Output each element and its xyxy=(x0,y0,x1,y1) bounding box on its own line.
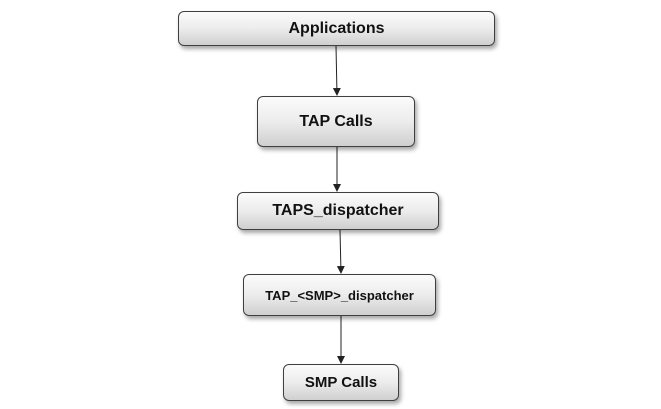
node-smp-calls: SMP Calls xyxy=(283,364,399,401)
node-tap-calls: TAP Calls xyxy=(257,96,415,147)
node-tap-smp-dispatcher: TAP_<SMP>_dispatcher xyxy=(243,274,436,316)
arrow-taps-dispatcher-to-tap-smp-dispatcher xyxy=(336,229,345,274)
arrow-applications-to-tap-calls xyxy=(332,45,341,96)
node-applications: Applications xyxy=(178,11,495,46)
node-taps-dispatcher: TAPS_dispatcher xyxy=(237,192,439,230)
